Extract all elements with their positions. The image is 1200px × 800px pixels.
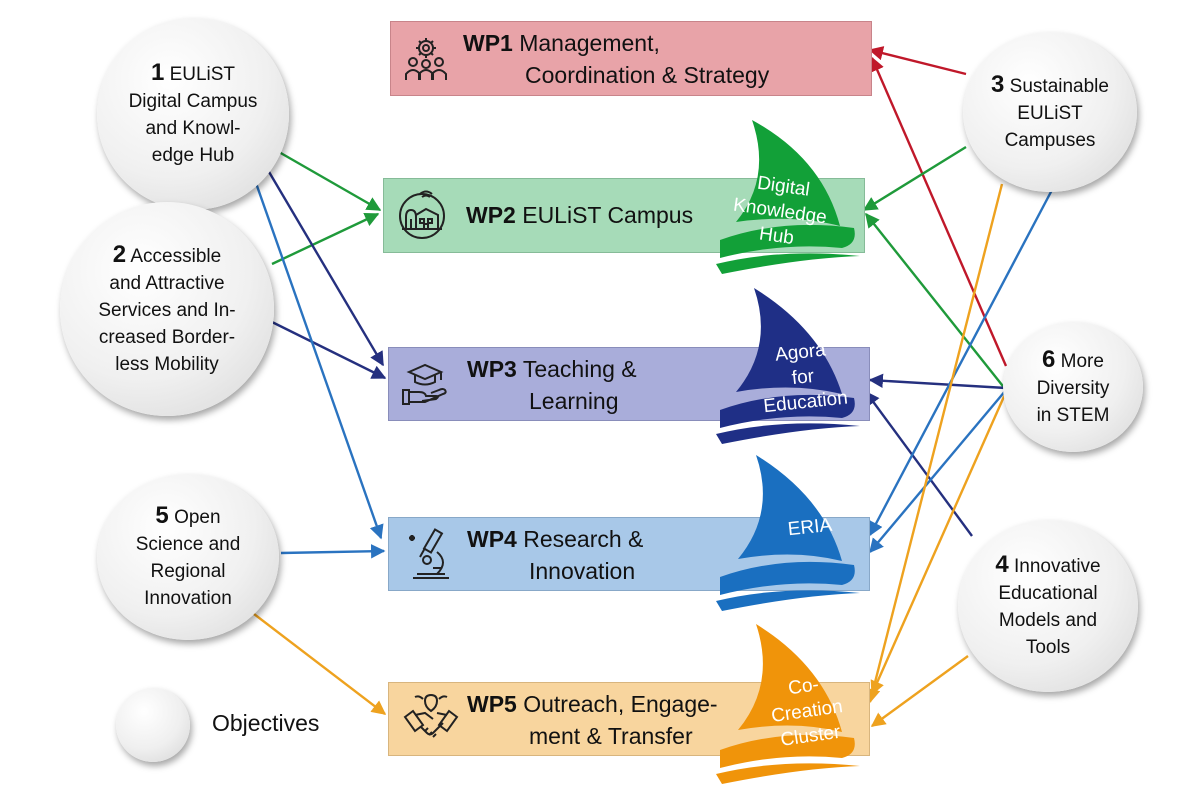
wp4-title-line2: Innovation <box>529 558 636 584</box>
wp1-title-line1: Management, <box>519 30 660 56</box>
wp2-title-line1: EULiST Campus <box>522 202 694 228</box>
wp5-title-line1: Outreach, Engage- <box>523 691 718 717</box>
wp3-code: WP3 <box>467 356 517 382</box>
wp5-title-line2: ment & Transfer <box>529 723 693 749</box>
objective-1-label: EULiST Digital Campus and Knowl- edge Hu… <box>128 64 258 166</box>
campus-building-icon <box>399 190 445 239</box>
objective-2-number: 2 <box>112 240 127 268</box>
objective-2-circle: 2 Accessible and Attractive Services and… <box>60 202 274 416</box>
sailboat-orange-icon <box>716 624 860 784</box>
arrow-o6-to-wp3 <box>868 373 1007 390</box>
arrow-o6-to-wp4 <box>869 389 1007 554</box>
objective-3-number: 3 <box>991 70 1005 98</box>
arrow-o4-to-wp3 <box>865 390 973 537</box>
objective-3-text: 3 Sustainable EULiST Campuses <box>991 71 1109 154</box>
arrow-o4-to-wp5 <box>870 655 969 727</box>
arrow-o2-to-wp2 <box>271 212 380 266</box>
arrow-o1-to-wp4 <box>248 165 384 540</box>
microscope-icon <box>409 528 449 579</box>
wp3-title-line2: Learning <box>529 388 619 414</box>
sailboat-navy-icon <box>716 288 860 444</box>
legend-objective-circle <box>116 688 190 762</box>
wp3-title-line1: Teaching & <box>522 356 637 382</box>
wp1-code: WP1 <box>463 30 513 56</box>
arrow-o1-to-wp3 <box>260 159 385 367</box>
wp2-title: WP2 EULiST Campus <box>466 199 693 232</box>
wp2-code: WP2 <box>466 202 516 228</box>
wp1-title: WP1 Management, <box>463 27 660 60</box>
handshake-icon <box>403 693 459 738</box>
arrow-o1-to-wp2 <box>271 146 382 212</box>
wp4-title: WP4 Research & <box>467 523 643 556</box>
wp4-title-line2-row: Innovation <box>529 555 635 588</box>
objective-3-circle: 3 Sustainable EULiST Campuses <box>963 32 1137 192</box>
sail-label-co-creation-cluster: Co- Creation Cluster <box>769 674 845 751</box>
wp4-title-line1: Research & <box>523 526 644 552</box>
objective-6-text: 6 More Diversity in STEM <box>1037 346 1110 429</box>
objective-5-circle: 5 Open Science and Regional Innovation <box>97 474 279 640</box>
wp3-title: WP3 Teaching & <box>467 353 637 386</box>
arrow-o6-to-wp2 <box>865 212 1007 391</box>
arrow-o3-to-wp2 <box>862 145 967 212</box>
wp1-title-line2-row: Coordination & Strategy <box>525 59 769 92</box>
legend-label: Objectives <box>212 710 320 736</box>
arrow-o5-to-wp4 <box>280 544 386 559</box>
sail-label-agora-for-education: Agora for Education <box>762 339 849 418</box>
wp5-title: WP5 Outreach, Engage- <box>467 688 718 721</box>
arrow-o2-to-wp3 <box>271 320 387 380</box>
wp3-title-line2-row: Learning <box>529 385 619 418</box>
objective-6-number: 6 <box>1042 345 1056 373</box>
wp4-code: WP4 <box>467 526 517 552</box>
wp5-title-line2-row: ment & Transfer <box>529 720 693 753</box>
sailboat-green-icon <box>716 120 860 274</box>
objective-2-label: Accessible and Attractive Services and I… <box>98 245 236 375</box>
wp1-box: WP1 Management, Coordination & Strategy <box>390 21 872 96</box>
objective-1-circle: 1 EULiST Digital Campus and Knowl- edge … <box>97 18 289 210</box>
objective-3-label: Sustainable EULiST Campuses <box>1004 75 1109 151</box>
objective-6-circle: 6 More Diversity in STEM <box>1003 322 1143 452</box>
objective-4-circle: 4 Innovative Educational Models and Tool… <box>958 520 1138 692</box>
objective-6-label: More Diversity in STEM <box>1036 350 1110 426</box>
sailboat-blue-icon <box>716 455 860 611</box>
objective-5-label: Open Science and Regional Innovation <box>135 507 241 609</box>
objective-4-number: 4 <box>995 551 1009 578</box>
objective-5-number: 5 <box>155 502 169 529</box>
wp5-code: WP5 <box>467 691 517 717</box>
objective-4-label: Innovative Educational Models and Tools <box>998 556 1101 658</box>
objective-1-text: 1 EULiST Digital Campus and Knowl- edge … <box>129 59 258 169</box>
gear-people-icon <box>405 38 447 80</box>
wp1-title-line2: Coordination & Strategy <box>525 62 770 88</box>
objective-2-text: 2 Accessible and Attractive Services and… <box>98 241 235 378</box>
arrow-o5-to-wp5 <box>253 613 387 715</box>
graduation-hand-icon <box>402 363 447 405</box>
objective-4-text: 4 Innovative Educational Models and Tool… <box>995 551 1100 661</box>
arrow-o3-to-wp1 <box>868 46 967 76</box>
objective-1-number: 1 <box>150 59 165 86</box>
objective-5-text: 5 Open Science and Regional Innovation <box>136 502 241 612</box>
